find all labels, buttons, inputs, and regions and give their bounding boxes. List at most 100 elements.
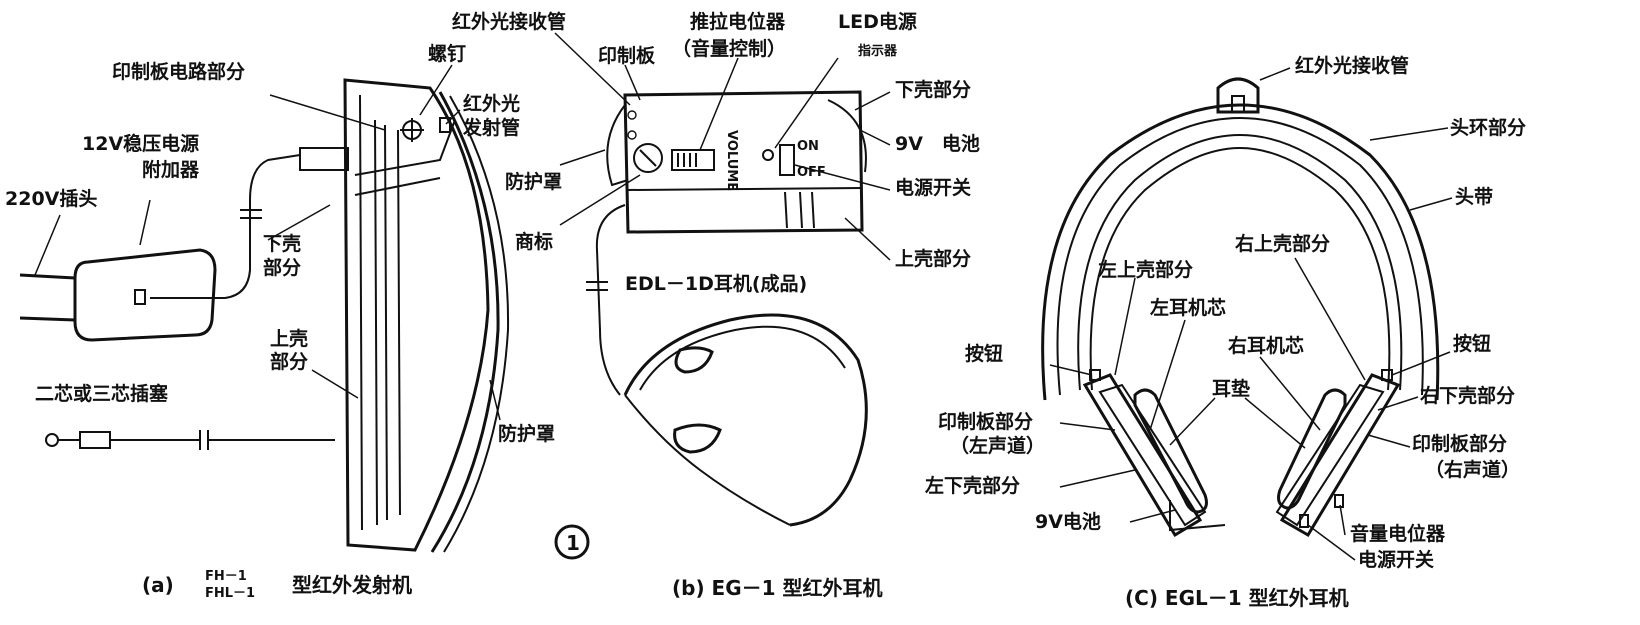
receiver-hole — [627, 110, 637, 120]
left-battery-clip — [1169, 500, 1226, 532]
leader-adapter — [139, 199, 151, 246]
label-volume-pot: 音量电位器 — [1350, 522, 1446, 545]
leader-upper-shell — [844, 217, 891, 261]
switch-off-text: OFF — [797, 165, 826, 180]
screw-cross — [400, 118, 424, 142]
leader-upper-shell — [311, 369, 359, 399]
panel-a-transmitter: 印制板电路部分 螺钉 红外光 发射管 12V稳压电源 附加器 220V插头 下壳… — [5, 42, 555, 601]
receiver-grooves — [784, 191, 815, 229]
label-plug-220: 220V插头 — [5, 188, 97, 210]
label-pcb: 印制板 — [598, 44, 656, 67]
label-potentiometer: 推拉电位器 — [690, 10, 786, 33]
receiver-dome — [606, 104, 629, 187]
label-product: EDL－1D耳机(成品) — [625, 272, 807, 295]
dc-cable — [150, 154, 301, 299]
right-ear-pad — [1277, 388, 1347, 510]
label-trademark: 商标 — [515, 230, 553, 253]
leader-right-upper-shell — [1294, 257, 1366, 381]
label-button-left: 按钮 — [965, 342, 1003, 365]
lower-shell-seam — [354, 177, 441, 196]
leader-headband — [1409, 197, 1453, 211]
leader-pcb-left — [1059, 422, 1116, 431]
receiver-cable — [595, 204, 626, 396]
label-adapter: 12V稳压电源 — [82, 132, 199, 155]
label-ir-receiver: 红外光接收管 — [452, 10, 566, 33]
slider-ticks — [677, 153, 697, 167]
cable-break-mark — [240, 209, 262, 219]
label-battery-b: 9V 电池 — [895, 132, 980, 155]
label-ir-emitter: 红外光 — [463, 92, 520, 115]
figure-number: 1 — [554, 524, 590, 560]
body-edge-line — [359, 94, 363, 531]
body-groove-line — [374, 119, 378, 526]
label-lower-shell-b: 下壳部分 — [895, 78, 971, 101]
label-lower-shell: 下壳 — [263, 232, 301, 255]
leader-battery-c — [1129, 509, 1176, 523]
label-pcb-left-2: （左声道） — [950, 434, 1045, 457]
leader-pcb — [624, 64, 641, 101]
volume-text: VOLUME — [724, 130, 739, 191]
panel-c-headphone: 红外光接收管 头环部分 头带 右上壳部分 左上壳部分 左耳机芯 右耳机芯 按钮 … — [925, 54, 1526, 610]
protective-cover — [430, 91, 500, 553]
headphone-band-lower — [624, 394, 791, 526]
label-upper-shell: 上壳 — [270, 327, 308, 350]
headphone-earcup-upper — [674, 346, 714, 374]
adapter-socket — [134, 289, 146, 305]
label-potentiometer-2: （音量控制） — [672, 37, 786, 60]
label-upper-shell-b: 上壳部分 — [895, 247, 971, 270]
label-pcb-right: 印制板部分 — [1412, 432, 1507, 455]
label-adapter-2: 附加器 — [142, 158, 200, 181]
leader-ear-pad-right — [1244, 397, 1306, 449]
label-shield: 防护罩 — [498, 422, 555, 445]
leader-volume-pot — [1339, 504, 1346, 536]
label-battery-c: 9V电池 — [1035, 510, 1101, 533]
caption-a-model-1: FH－1 — [205, 569, 247, 584]
leader-left-upper-shell — [1114, 277, 1136, 376]
leader-ir-receiver-c — [1259, 67, 1291, 81]
leader-left-lower-shell — [1059, 469, 1136, 488]
leader-head-ring — [1369, 127, 1449, 141]
label-screw: 螺钉 — [428, 42, 466, 65]
leader-plug — [34, 214, 61, 276]
leader-trademark — [559, 174, 641, 226]
label-shield-b: 防护罩 — [505, 170, 562, 193]
leader-emitter — [445, 109, 461, 125]
leader-left-driver — [1149, 319, 1186, 431]
label-right-upper-shell: 右上壳部分 — [1234, 232, 1330, 255]
right-earcup-pcb — [1275, 383, 1385, 527]
leader-right-driver — [1259, 356, 1321, 431]
caption-b: (b) EG－1 型红外耳机 — [672, 576, 883, 600]
transmitter-body — [343, 78, 490, 552]
leader-power-switch — [794, 164, 891, 191]
battery-compartment — [827, 99, 867, 173]
leader-screw — [419, 64, 453, 116]
label-left-upper-shell: 左上壳部分 — [1098, 258, 1193, 281]
caption-c: (C) EGL－1 型红外耳机 — [1125, 586, 1349, 610]
leader-pcb-right — [1367, 434, 1411, 448]
leader-potentiometer — [699, 57, 739, 151]
leader-ear-pad-left — [1169, 397, 1216, 446]
caption-a-prefix: (a) — [142, 573, 174, 597]
receiver-shell-seam — [627, 187, 863, 191]
label-pcb-circuit: 印制板电路部分 — [112, 60, 245, 83]
panel-b-receiver: VOLUME ON OFF 红外光接收管 印制板 推拉电位器 （音量控制） — [452, 10, 980, 600]
leader-shield — [559, 149, 606, 166]
label-pcb-right-2: （右声道） — [1425, 458, 1520, 481]
label-ir-receiver-c: 红外光接收管 — [1295, 54, 1409, 77]
cable-break-mark — [586, 281, 608, 291]
label-left-driver: 左耳机芯 — [1150, 296, 1226, 319]
label-ir-emitter-2: 发射管 — [462, 116, 520, 139]
figure-number-circle — [554, 524, 590, 560]
receiver-hole — [627, 130, 637, 140]
head-ring-inner — [1056, 116, 1424, 396]
label-power-switch-c: 电源开关 — [1358, 548, 1434, 571]
leader-lower-shell — [267, 204, 331, 241]
ir-receiver-dome — [1216, 77, 1260, 114]
label-left-lower-shell: 左下壳部分 — [925, 474, 1020, 497]
label-led-power: LED电源 — [838, 10, 917, 33]
caption-a-suffix: 型红外发射机 — [292, 573, 412, 597]
headphone-band — [623, 313, 868, 527]
label-upper-shell-2: 部分 — [270, 350, 308, 373]
dc-connector — [299, 147, 349, 171]
leader-button-right — [1391, 351, 1451, 376]
